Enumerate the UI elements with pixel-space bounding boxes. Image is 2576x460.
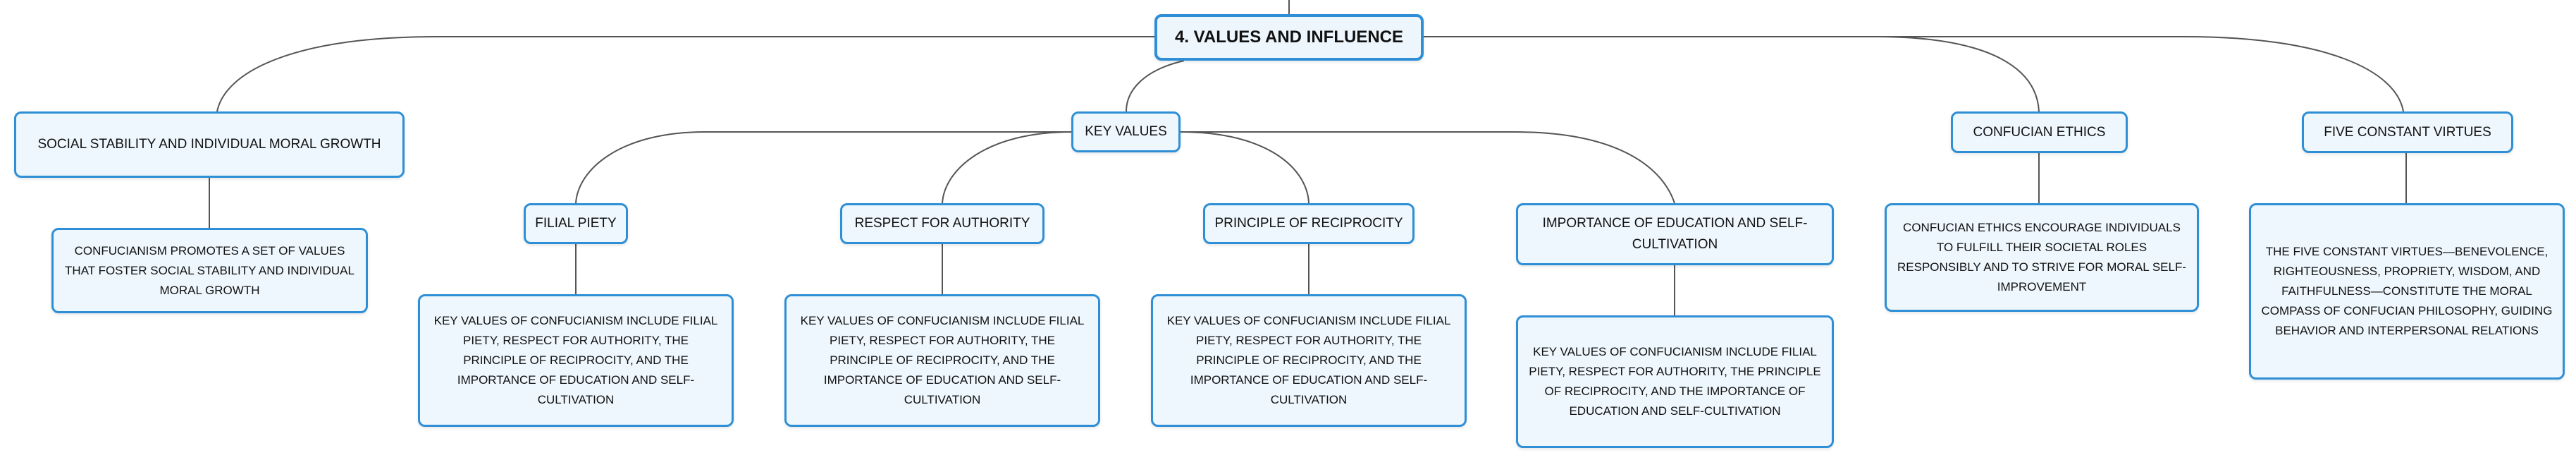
five-constant-virtues-label: FIVE CONSTANT VIRTUES [2324, 124, 2491, 140]
social-stability-label: SOCIAL STABILITY AND INDIVIDUAL MORAL GR… [37, 137, 381, 152]
key-values-node[interactable]: KEY VALUES [1071, 111, 1181, 152]
connector-root-social [216, 36, 1156, 112]
connector-root-keyvalues [1126, 60, 1185, 112]
social-stability-node[interactable]: SOCIAL STABILITY AND INDIVIDUAL MORAL GR… [14, 111, 405, 178]
filial-piety-label: FILIAL PIETY [535, 216, 617, 231]
five-constant-virtues-node[interactable]: FIVE CONSTANT VIRTUES [2302, 111, 2513, 153]
education-self-cultivation-detail[interactable]: KEY VALUES OF CONFUCIANISM INCLUDE FILIA… [1516, 315, 1834, 448]
connector-kv-education [1181, 131, 1675, 204]
root-node-label: 4. VALUES AND INFLUENCE [1174, 28, 1404, 47]
social-stability-detail-text: CONFUCIANISM PROMOTES A SET OF VALUES TH… [65, 243, 355, 297]
connector-kv-reciprocity [1180, 131, 1309, 204]
connector-kv-filial [575, 131, 1071, 204]
principle-of-reciprocity-node[interactable]: PRINCIPLE OF RECIPROCITY [1203, 203, 1415, 244]
social-stability-detail[interactable]: CONFUCIANISM PROMOTES A SET OF VALUES TH… [51, 228, 368, 313]
respect-for-authority-detail[interactable]: KEY VALUES OF CONFUCIANISM INCLUDE FILIA… [784, 294, 1100, 427]
five-constant-virtues-detail-text: THE FIVE CONSTANT VIRTUES—BENEVOLENCE, R… [2261, 245, 2553, 337]
root-node[interactable]: 4. VALUES AND INFLUENCE [1154, 14, 1424, 61]
connector-root-ethics [1424, 36, 2040, 112]
respect-for-authority-detail-text: KEY VALUES OF CONFUCIANISM INCLUDE FILIA… [800, 314, 1085, 406]
key-values-label: KEY VALUES [1085, 124, 1167, 139]
education-self-cultivation-detail-text: KEY VALUES OF CONFUCIANISM INCLUDE FILIA… [1529, 345, 1821, 418]
respect-for-authority-label: RESPECT FOR AUTHORITY [854, 216, 1030, 231]
filial-piety-detail[interactable]: KEY VALUES OF CONFUCIANISM INCLUDE FILIA… [418, 294, 734, 427]
connector-root-virtues [1424, 36, 2404, 112]
principle-of-reciprocity-detail[interactable]: KEY VALUES OF CONFUCIANISM INCLUDE FILIA… [1151, 294, 1467, 427]
confucian-ethics-detail[interactable]: CONFUCIAN ETHICS ENCOURAGE INDIVIDUALS T… [1885, 203, 2199, 312]
education-self-cultivation-node[interactable]: IMPORTANCE OF EDUCATION AND SELF-CULTIVA… [1516, 203, 1834, 265]
education-self-cultivation-label: IMPORTANCE OF EDUCATION AND SELF-CULTIVA… [1542, 216, 1808, 252]
filial-piety-node[interactable]: FILIAL PIETY [524, 203, 628, 244]
principle-of-reciprocity-detail-text: KEY VALUES OF CONFUCIANISM INCLUDE FILIA… [1166, 314, 1451, 406]
connector-kv-respect [942, 131, 1072, 204]
confucian-ethics-detail-text: CONFUCIAN ETHICS ENCOURAGE INDIVIDUALS T… [1897, 221, 2186, 293]
filial-piety-detail-text: KEY VALUES OF CONFUCIANISM INCLUDE FILIA… [433, 314, 718, 406]
confucian-ethics-label: CONFUCIAN ETHICS [1973, 124, 2106, 140]
respect-for-authority-node[interactable]: RESPECT FOR AUTHORITY [840, 203, 1044, 244]
five-constant-virtues-detail[interactable]: THE FIVE CONSTANT VIRTUES—BENEVOLENCE, R… [2249, 203, 2565, 380]
confucian-ethics-node[interactable]: CONFUCIAN ETHICS [1951, 111, 2128, 153]
principle-of-reciprocity-label: PRINCIPLE OF RECIPROCITY [1214, 216, 1403, 231]
